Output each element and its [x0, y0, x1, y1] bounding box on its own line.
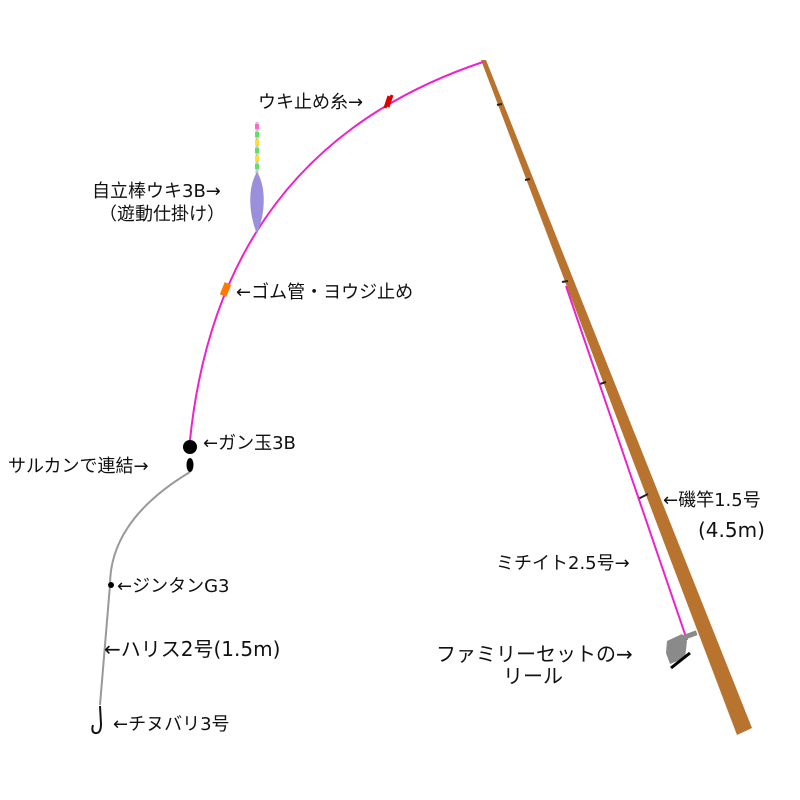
- float: [250, 122, 264, 234]
- label-rod-length: (4.5m): [698, 518, 765, 542]
- label-rubber-stopper: ←ゴム管・ヨウジ止め: [236, 282, 413, 303]
- rod-guides: [496, 103, 649, 500]
- label-main-line: ミチイト2.5号→: [496, 553, 630, 574]
- label-split-shot: ←ジンタンG3: [117, 576, 229, 597]
- rubber-tube-stopper: [219, 282, 232, 297]
- label-leader: ←ハリス2号(1.5m): [104, 637, 280, 661]
- sinker: [183, 440, 197, 454]
- label-hook: ←チヌバリ3号: [113, 714, 230, 735]
- label-reel: ファミリーセットの→: [436, 642, 633, 666]
- leader-line: [99, 471, 191, 706]
- fishing-rod: [481, 60, 752, 735]
- label-float: 自立棒ウキ3B→: [92, 181, 221, 202]
- label-swivel: サルカンで連結→: [8, 456, 149, 477]
- label-float-sliding: （遊動仕掛け）: [99, 204, 225, 225]
- label-rod: ←磯竿1.5号: [663, 490, 761, 511]
- label-reel-2: リール: [503, 664, 563, 688]
- hook-icon: [91, 705, 103, 735]
- main-line: [189, 61, 484, 441]
- swivel: [186, 458, 194, 472]
- reel: [666, 630, 698, 670]
- split-shot: [108, 582, 114, 588]
- label-sinker: ←ガン玉3B: [203, 433, 296, 454]
- main-line-along-rod: [565, 285, 688, 641]
- label-float-stopper: ウキ止め糸→: [258, 92, 363, 113]
- float-stopper-knot: [383, 94, 394, 109]
